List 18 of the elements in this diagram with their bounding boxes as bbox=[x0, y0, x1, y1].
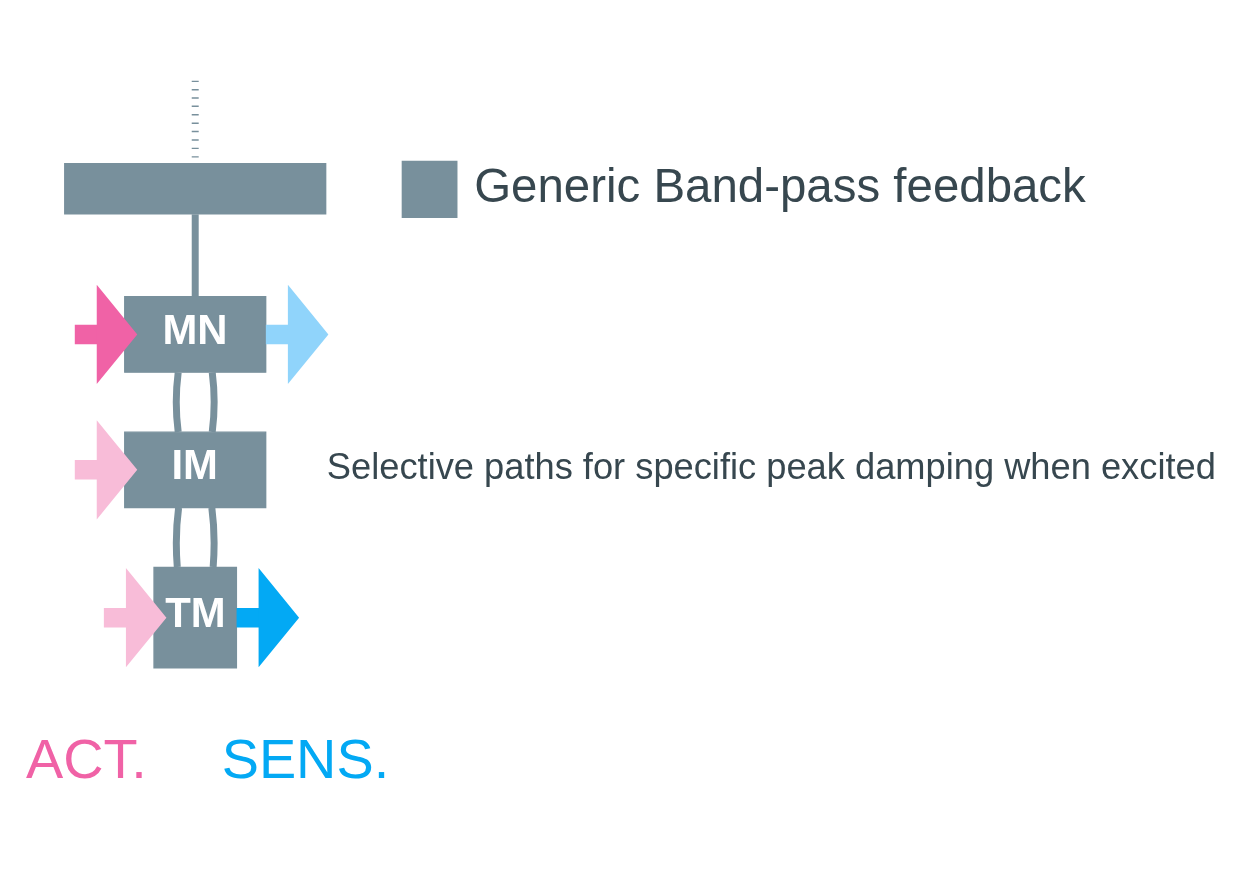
arrow bbox=[265, 284, 329, 385]
arrow bbox=[74, 284, 138, 385]
connector bbox=[208, 507, 218, 568]
connector bbox=[172, 507, 183, 568]
legend-label: Generic Band-pass feedback bbox=[474, 158, 1086, 212]
node-box: IM bbox=[124, 431, 267, 509]
arrow bbox=[236, 568, 300, 668]
node-box: TM bbox=[153, 566, 238, 669]
label: ACT. bbox=[25, 727, 147, 791]
connector bbox=[208, 372, 218, 433]
connector bbox=[191, 214, 199, 297]
node-box: MN bbox=[124, 296, 267, 373]
node-box bbox=[64, 162, 327, 215]
label: SENS. bbox=[221, 727, 390, 791]
label: Selective paths for specific peak damping when excited bbox=[326, 445, 1216, 487]
arrow bbox=[103, 568, 167, 668]
arrow bbox=[74, 420, 138, 520]
connector bbox=[172, 372, 182, 433]
